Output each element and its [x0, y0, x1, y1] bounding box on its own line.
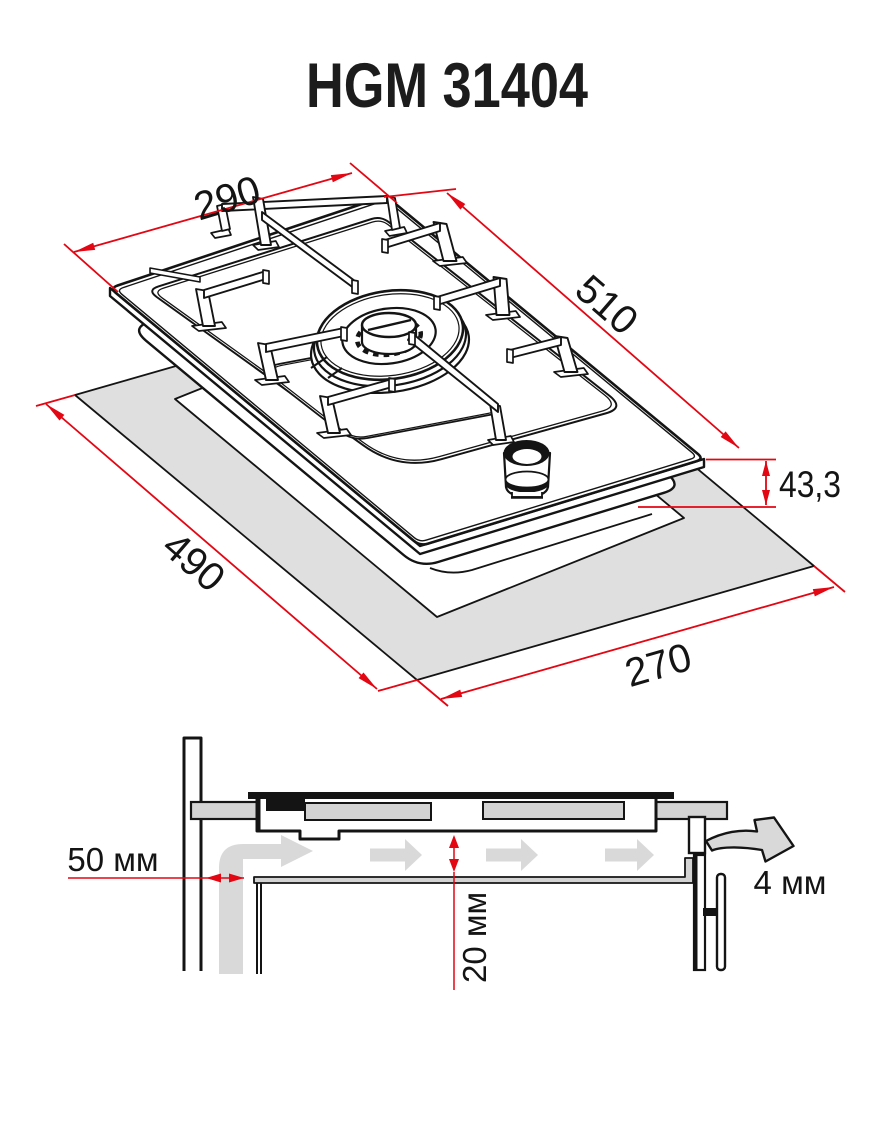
svg-text:4 мм: 4 мм — [754, 864, 827, 901]
svg-text:HGM 31404: HGM 31404 — [306, 51, 588, 121]
svg-text:20 мм: 20 мм — [456, 892, 493, 983]
svg-text:43,3: 43,3 — [779, 464, 841, 505]
svg-text:50 мм: 50 мм — [67, 841, 158, 878]
